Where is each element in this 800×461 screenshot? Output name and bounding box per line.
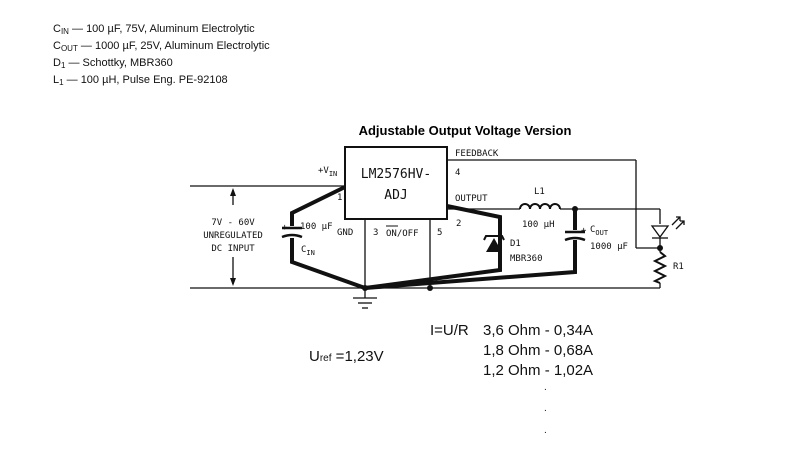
cin-plus: + (282, 223, 288, 233)
cin-label: CIN (301, 245, 315, 257)
calc-row: 1,2 Ohm - 1,02A (483, 362, 594, 379)
resistor-r1-icon (652, 251, 668, 284)
l1-value: 100 µH (522, 220, 555, 230)
parts-list: CIN — 100 µF, 75V, Aluminum Electrolytic… (53, 22, 270, 90)
pin1-label: 1 (337, 193, 342, 203)
cout-value: 1000 µF (590, 242, 628, 252)
parts-item-d1: D1 — Schottky, MBR360 (53, 57, 173, 70)
uref-text: Uref =1,23V (309, 348, 384, 365)
l1-label: L1 (534, 187, 545, 197)
schottky-diode-icon (483, 235, 505, 252)
cin-capacitor (281, 226, 303, 239)
pin4-label: 4 (455, 168, 460, 178)
junction-dot (572, 206, 578, 212)
gnd-label: GND (337, 228, 353, 238)
feedback-label: FEEDBACK (455, 149, 499, 159)
vin-label: +VIN (318, 166, 337, 178)
input-dc-label: DC INPUT (211, 244, 255, 254)
cout-capacitor (564, 230, 586, 242)
d1-part: MBR360 (510, 254, 543, 264)
diagram-title: Adjustable Output Voltage Version (359, 123, 572, 138)
arrow-up-icon (230, 188, 236, 196)
arrow-down-icon (230, 278, 236, 286)
cout-label: COUT (590, 225, 609, 237)
r1-label: R1 (673, 262, 684, 272)
pin2-label: 2 (456, 219, 461, 229)
continuation-dot: . (544, 403, 547, 414)
ic-lm2576 (344, 146, 448, 220)
cout-plus: + (581, 226, 587, 236)
continuation-dot: . (544, 382, 547, 393)
pin3-label: 3 (373, 228, 378, 238)
calc-row: 1,8 Ohm - 0,68A (483, 342, 594, 359)
calc-row: 3,6 Ohm - 0,34A (483, 322, 594, 339)
ic-suffix: ADJ (384, 188, 407, 203)
led-icon (650, 216, 685, 239)
parts-item-cout: COUT — 1000 µF, 25V, Aluminum Electrolyt… (53, 40, 270, 53)
inductor-l1-icon (519, 203, 561, 210)
continuation-dot: . (544, 425, 547, 436)
d1-label: D1 (510, 239, 521, 249)
ic-name: LM2576HV- (361, 167, 431, 182)
input-voltage-label: 7V - 60V (211, 218, 255, 228)
pin5-label: 5 (437, 228, 442, 238)
junction-dot (362, 285, 368, 291)
input-unregulated-label: UNREGULATED (203, 231, 263, 241)
junction-dot (427, 285, 433, 291)
parts-item-cin: CIN — 100 µF, 75V, Aluminum Electrolytic (53, 23, 255, 36)
ohm-formula: I=U/R (430, 322, 469, 339)
parts-item-l1: L1 — 100 µH, Pulse Eng. PE-92108 (53, 74, 228, 87)
junction-dot (657, 245, 663, 251)
on-off-label: ON/OFF (386, 229, 419, 239)
cin-value: 100 µF (300, 222, 333, 232)
ground-icon (353, 297, 377, 309)
thick-wires (290, 185, 577, 290)
output-label: OUTPUT (455, 194, 488, 204)
